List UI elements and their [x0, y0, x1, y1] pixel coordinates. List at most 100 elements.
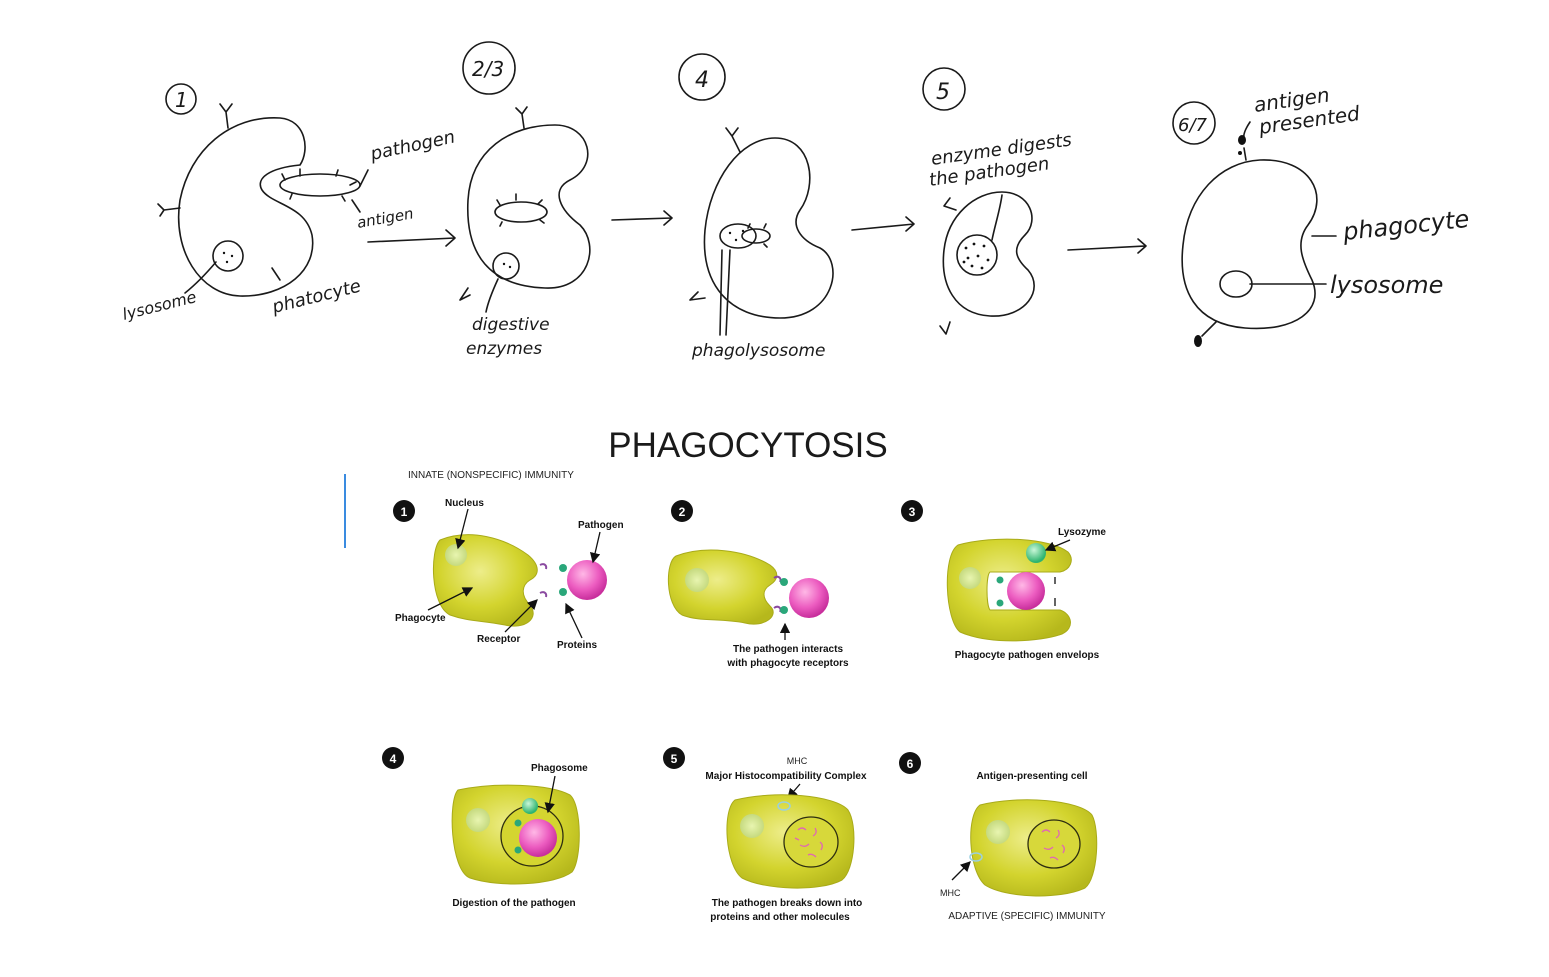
phagocyte-cell-outline	[942, 191, 1035, 317]
phagocytosis-figure: PHAGOCYTOSIS INNATE (NONSPECIFIC) IMMUNI…	[382, 426, 1106, 923]
step-badge-number: 3	[909, 505, 916, 519]
pathogen-fragments	[794, 827, 823, 858]
pathogen	[519, 819, 557, 857]
pathogen-sketch	[279, 173, 361, 197]
panel2-caption-line1: The pathogen interacts	[733, 644, 843, 655]
sketch-step-2-3: 2/3 digestive enzymes	[459, 41, 673, 359]
figure-panel-6: 6 Antigen-presenting cell MHC ADAPTIVE (…	[899, 752, 1106, 922]
protein	[780, 606, 788, 614]
pathogen	[567, 560, 607, 600]
receptor	[539, 563, 548, 598]
enzymes-label-line1: digestive	[472, 315, 550, 335]
pointer	[359, 169, 369, 187]
receptor	[689, 291, 706, 301]
receptor	[939, 321, 951, 335]
adaptive-immunity-label: ADAPTIVE (SPECIFIC) IMMUNITY	[948, 911, 1106, 922]
arrow	[1067, 238, 1147, 254]
arrow	[851, 216, 915, 232]
step-badge	[393, 500, 415, 522]
pathogen-sketch	[494, 201, 548, 223]
lysosome-sketch	[492, 252, 520, 280]
panel5-caption-line1: The pathogen breaks down into	[712, 898, 863, 909]
receptor	[459, 287, 471, 301]
nucleus	[685, 568, 709, 592]
step-badge-number: 2	[679, 505, 686, 519]
panel5-caption-line2: proteins and other molecules	[710, 912, 850, 923]
mhc	[777, 801, 791, 811]
sketch-step-4: 4 phagolysosome	[678, 53, 915, 361]
step-number-circle	[462, 41, 516, 95]
antigen-marks	[747, 223, 768, 248]
enzymes-label-line2: enzymes	[466, 339, 542, 359]
protein	[559, 564, 567, 572]
phagolysosome	[783, 816, 839, 868]
receptor	[773, 575, 782, 613]
receptor-label: Receptor	[477, 634, 520, 645]
step-number: 4	[695, 68, 709, 93]
receptor	[157, 203, 181, 217]
presented-antigen	[1238, 135, 1246, 145]
phagolysosome	[1027, 819, 1081, 869]
step-badge-number: 4	[390, 752, 397, 766]
lysosome-sketch	[212, 240, 244, 272]
pointer	[351, 199, 361, 213]
proteins-label: Proteins	[557, 640, 597, 651]
receptor	[1243, 147, 1247, 161]
antigen-marks	[281, 168, 357, 202]
innate-immunity-label: INNATE (NONSPECIFIC) IMMUNITY	[408, 470, 574, 481]
figure-panel-3: 3 Lysozyme Phagocyte pathogen envelops	[901, 500, 1106, 661]
step-number-circle	[678, 53, 726, 101]
mhc-label: MHC	[940, 888, 961, 898]
panel2-caption-line2: with phagocyte receptors	[726, 658, 849, 669]
nucleus-label: Nucleus	[445, 498, 484, 509]
digested-pathogen-sketch	[956, 234, 998, 276]
figure-panel-5: 5 MHC Major Histocompatibility Complex T…	[663, 747, 867, 923]
pathogen	[789, 578, 829, 618]
step-number-circle	[1172, 101, 1216, 145]
receptor	[219, 103, 233, 129]
phagocyte-cell	[946, 538, 1072, 642]
lysosome-label: lysosome	[120, 287, 198, 324]
step-number: 5	[936, 80, 950, 105]
pointer	[184, 261, 217, 294]
pointer	[1243, 121, 1251, 139]
step-number: 6/7	[1178, 115, 1208, 136]
figure-panel-2: 2 The pathogen interacts with phagocyte …	[667, 500, 849, 669]
step-badge	[671, 500, 693, 522]
apc-title: Antigen-presenting cell	[976, 771, 1087, 782]
antigen-label: antigen	[356, 204, 415, 232]
pointer	[719, 249, 731, 336]
pathogen	[1007, 572, 1045, 610]
nucleus	[740, 814, 764, 838]
pointer	[991, 194, 1003, 241]
pathogen-sketch	[741, 228, 771, 244]
receptor	[725, 127, 741, 153]
nucleus	[959, 567, 981, 589]
step-badge-number: 5	[671, 752, 678, 766]
pointer	[485, 278, 499, 313]
receptor	[943, 197, 957, 211]
mhc-full-label: Major Histocompatibility Complex	[705, 771, 867, 782]
step-badge	[899, 752, 921, 774]
pathogen-fragments	[1041, 829, 1065, 861]
phagocyte-label: phatocyte	[269, 276, 363, 319]
nucleus	[445, 544, 467, 566]
lysosome-label: lysosome	[1330, 271, 1443, 299]
pointer	[271, 267, 281, 281]
arrow	[367, 229, 456, 247]
sketch-step-5: 5 enzyme digests the pathogen	[922, 67, 1147, 335]
step-number-circle	[165, 83, 197, 115]
protein	[559, 588, 567, 596]
mhc	[969, 852, 983, 862]
step-number-circle	[922, 67, 966, 111]
step-badge	[382, 747, 404, 769]
step-badge-number: 6	[907, 757, 914, 771]
antigen-marks	[496, 193, 545, 227]
lysozyme	[522, 798, 538, 814]
presented-antigen	[1194, 335, 1202, 347]
text-cursor	[344, 474, 346, 548]
phagocyte-cell-outline	[703, 137, 834, 319]
nucleus	[466, 808, 490, 832]
phagolysosome-sketch	[719, 223, 757, 249]
